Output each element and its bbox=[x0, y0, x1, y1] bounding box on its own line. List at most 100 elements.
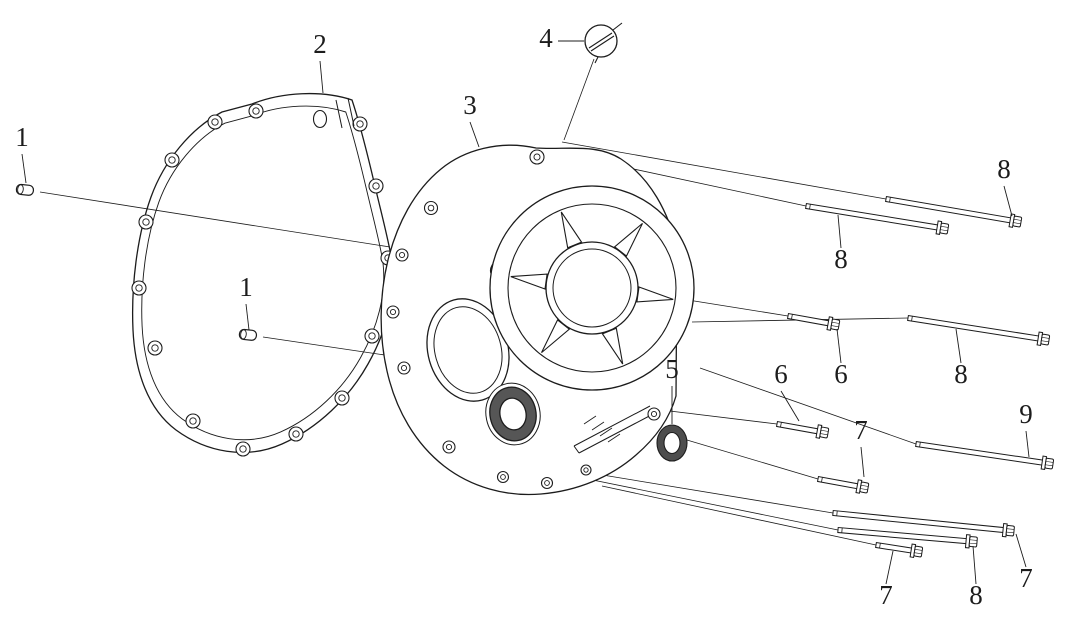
cover-bolt-holes bbox=[386, 149, 661, 490]
bolt-head bbox=[939, 222, 950, 235]
bolt-shaft bbox=[875, 541, 914, 554]
dowel-pin-1a bbox=[15, 183, 35, 196]
bolt-shaft bbox=[884, 195, 1013, 224]
guide-line bbox=[577, 476, 839, 531]
cover-hole-inner bbox=[650, 410, 658, 418]
guide-line bbox=[561, 141, 887, 200]
part-number-label: 8 bbox=[969, 580, 983, 610]
bolt-head bbox=[859, 481, 870, 494]
gasket-hole-inner bbox=[135, 284, 143, 292]
cover-hole-inner bbox=[400, 364, 408, 372]
callout-leader-line bbox=[469, 121, 480, 148]
gasket-drawing bbox=[131, 92, 396, 457]
gasket-tab-hole bbox=[312, 109, 328, 129]
bolt-shaft bbox=[915, 440, 1045, 466]
guide-line bbox=[699, 367, 917, 445]
filler-cap-tab bbox=[594, 22, 623, 64]
callout-leader-line bbox=[837, 214, 842, 249]
bolt bbox=[832, 509, 1015, 538]
gasket-bolt-holes bbox=[131, 103, 396, 457]
bolt-shaft bbox=[775, 420, 820, 435]
filler-cap bbox=[584, 22, 623, 64]
bolt-head bbox=[819, 426, 830, 439]
part-number-label: 4 bbox=[539, 23, 553, 53]
seal-boss-inner bbox=[499, 397, 527, 431]
part-number-label: 8 bbox=[834, 244, 848, 274]
gasket-inner-outline bbox=[141, 105, 385, 441]
gasket-hole-inner bbox=[151, 344, 159, 352]
bolt-head bbox=[1012, 215, 1023, 228]
bolt-shaft bbox=[816, 475, 860, 490]
bolt-head bbox=[968, 536, 978, 548]
cover-hole-inner bbox=[445, 443, 453, 451]
part-number-label: 8 bbox=[997, 154, 1011, 184]
callout-leader-line bbox=[1003, 185, 1013, 217]
guide-line bbox=[563, 58, 595, 141]
part-number-label: 2 bbox=[313, 29, 327, 59]
callout-leader-line bbox=[780, 390, 800, 422]
part-number-label: 7 bbox=[879, 580, 893, 610]
cover-drawing bbox=[380, 144, 695, 496]
cover-hole-inner bbox=[500, 474, 506, 480]
callout-leader-line bbox=[1025, 430, 1030, 458]
gasket-hole-inner bbox=[168, 156, 176, 164]
gasket-tab-notch bbox=[335, 97, 355, 129]
gasket-hole-inner bbox=[356, 120, 364, 128]
callout-leader-line bbox=[972, 545, 977, 585]
bolt bbox=[805, 202, 950, 235]
callout-leader-line bbox=[860, 446, 865, 478]
bolt bbox=[837, 526, 978, 549]
callout-leader-line bbox=[955, 328, 962, 364]
gasket-hole-inner bbox=[372, 182, 380, 190]
cover-face-center-ring bbox=[552, 248, 632, 328]
bolt-head bbox=[913, 545, 924, 558]
cover-hole-inner bbox=[533, 153, 541, 161]
gasket-hole-inner bbox=[211, 118, 219, 126]
bolt bbox=[786, 312, 841, 331]
bolt bbox=[907, 314, 1051, 346]
bolt-head bbox=[830, 318, 841, 331]
bolts-layer bbox=[775, 195, 1055, 558]
gasket-hole-inner bbox=[368, 332, 376, 340]
oil-seal bbox=[656, 424, 688, 462]
cover-rib-lines bbox=[573, 405, 656, 454]
part-number-label: 5 bbox=[665, 354, 679, 384]
bolt bbox=[775, 420, 830, 439]
bolt-shaft bbox=[786, 312, 831, 327]
cover-hole-inner bbox=[389, 308, 397, 316]
part-number-label: 7 bbox=[1019, 563, 1033, 593]
callout-leader-line bbox=[319, 60, 324, 94]
bolt-shaft bbox=[907, 314, 1041, 342]
cover-hole-inner bbox=[398, 251, 406, 259]
filler-cap-slot bbox=[588, 32, 615, 52]
gasket-hole-inner bbox=[142, 218, 150, 226]
bolt-head bbox=[1040, 333, 1051, 346]
dowel-pin-1b bbox=[238, 328, 258, 341]
part-number-label: 6 bbox=[774, 359, 788, 389]
guide-line bbox=[601, 485, 877, 546]
gasket-hole-inner bbox=[189, 417, 197, 425]
gasket-hole-inner bbox=[292, 430, 300, 438]
bolt bbox=[816, 475, 870, 494]
bolt bbox=[884, 195, 1023, 228]
callout-leader-line bbox=[21, 153, 27, 184]
callout-leader-line bbox=[1015, 533, 1027, 568]
part-number-label: 1 bbox=[15, 122, 29, 152]
cover-hole-inner bbox=[544, 480, 550, 486]
bolt bbox=[875, 541, 924, 558]
part-number-label: 8 bbox=[954, 359, 968, 389]
bolt bbox=[915, 440, 1055, 471]
gasket-hole-inner bbox=[338, 394, 346, 402]
callout-leader-line bbox=[245, 303, 250, 331]
cover-hatch-lines bbox=[583, 415, 621, 443]
guide-line bbox=[687, 299, 789, 317]
cover-face-vanes bbox=[510, 211, 674, 365]
callout-leader-line bbox=[836, 328, 842, 364]
guide-line bbox=[39, 191, 391, 248]
part-number-label: 1 bbox=[239, 272, 253, 302]
cover-hole-inner bbox=[583, 467, 589, 473]
bolt-head bbox=[1044, 457, 1055, 470]
